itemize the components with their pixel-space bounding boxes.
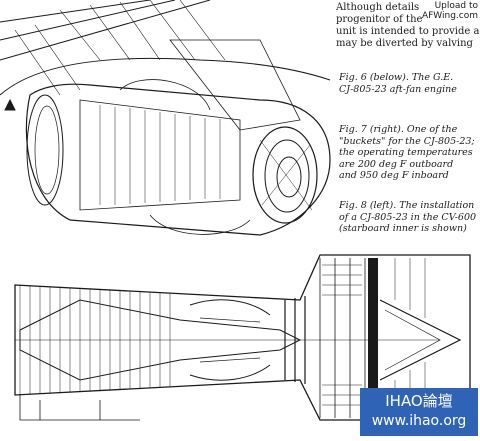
- body-line: Although details: [336, 2, 420, 13]
- caption-line: Fig. 6 (below). The G.E.: [339, 72, 454, 83]
- caption-fig7: Fig. 7 (right). One of the "buckets" for…: [339, 124, 479, 182]
- caption-line: and 950 deg F inboard: [339, 170, 449, 181]
- ihao-badge-url: www.ihao.org: [371, 413, 467, 429]
- ihao-badge-title: IHAO論壇: [385, 392, 453, 410]
- caption-line: CJ-805-23 aft-fan engine: [339, 83, 457, 95]
- upload-watermark: Upload to AFWing.com: [422, 1, 478, 21]
- body-line: progenitor of the: [336, 14, 423, 25]
- body-line: may be diverted by valving: [336, 38, 473, 49]
- caption-line: are 200 deg F outboard: [339, 158, 454, 170]
- caption-line: Fig. 7 (right). One of the: [339, 124, 458, 135]
- ihao-watermark-badge: IHAO論壇 www.ihao.org: [360, 388, 478, 436]
- body-line: unit is intended to provide a: [336, 26, 480, 37]
- caption-line: the operating temperatures: [339, 147, 473, 158]
- article-body-text: Although details progenitor of the unit …: [336, 2, 480, 50]
- caption-line: of a CJ-805-23 in the CV-600: [339, 211, 477, 223]
- upload-watermark-line2: AFWing.com: [421, 11, 478, 21]
- caption-fig8: Fig. 8 (left). The installation of a CJ-…: [339, 200, 479, 235]
- upload-watermark-line1: Upload to: [434, 1, 478, 11]
- caption-line: "buckets" for the CJ-805-23;: [339, 135, 475, 147]
- caption-line: (starboard inner is shown): [339, 223, 467, 234]
- caption-line: Fig. 8 (left). The installation: [339, 200, 475, 211]
- caption-fig6: Fig. 6 (below). The G.E. CJ-805-23 aft-f…: [339, 72, 479, 95]
- nacelle-installation-drawing: [0, 0, 331, 236]
